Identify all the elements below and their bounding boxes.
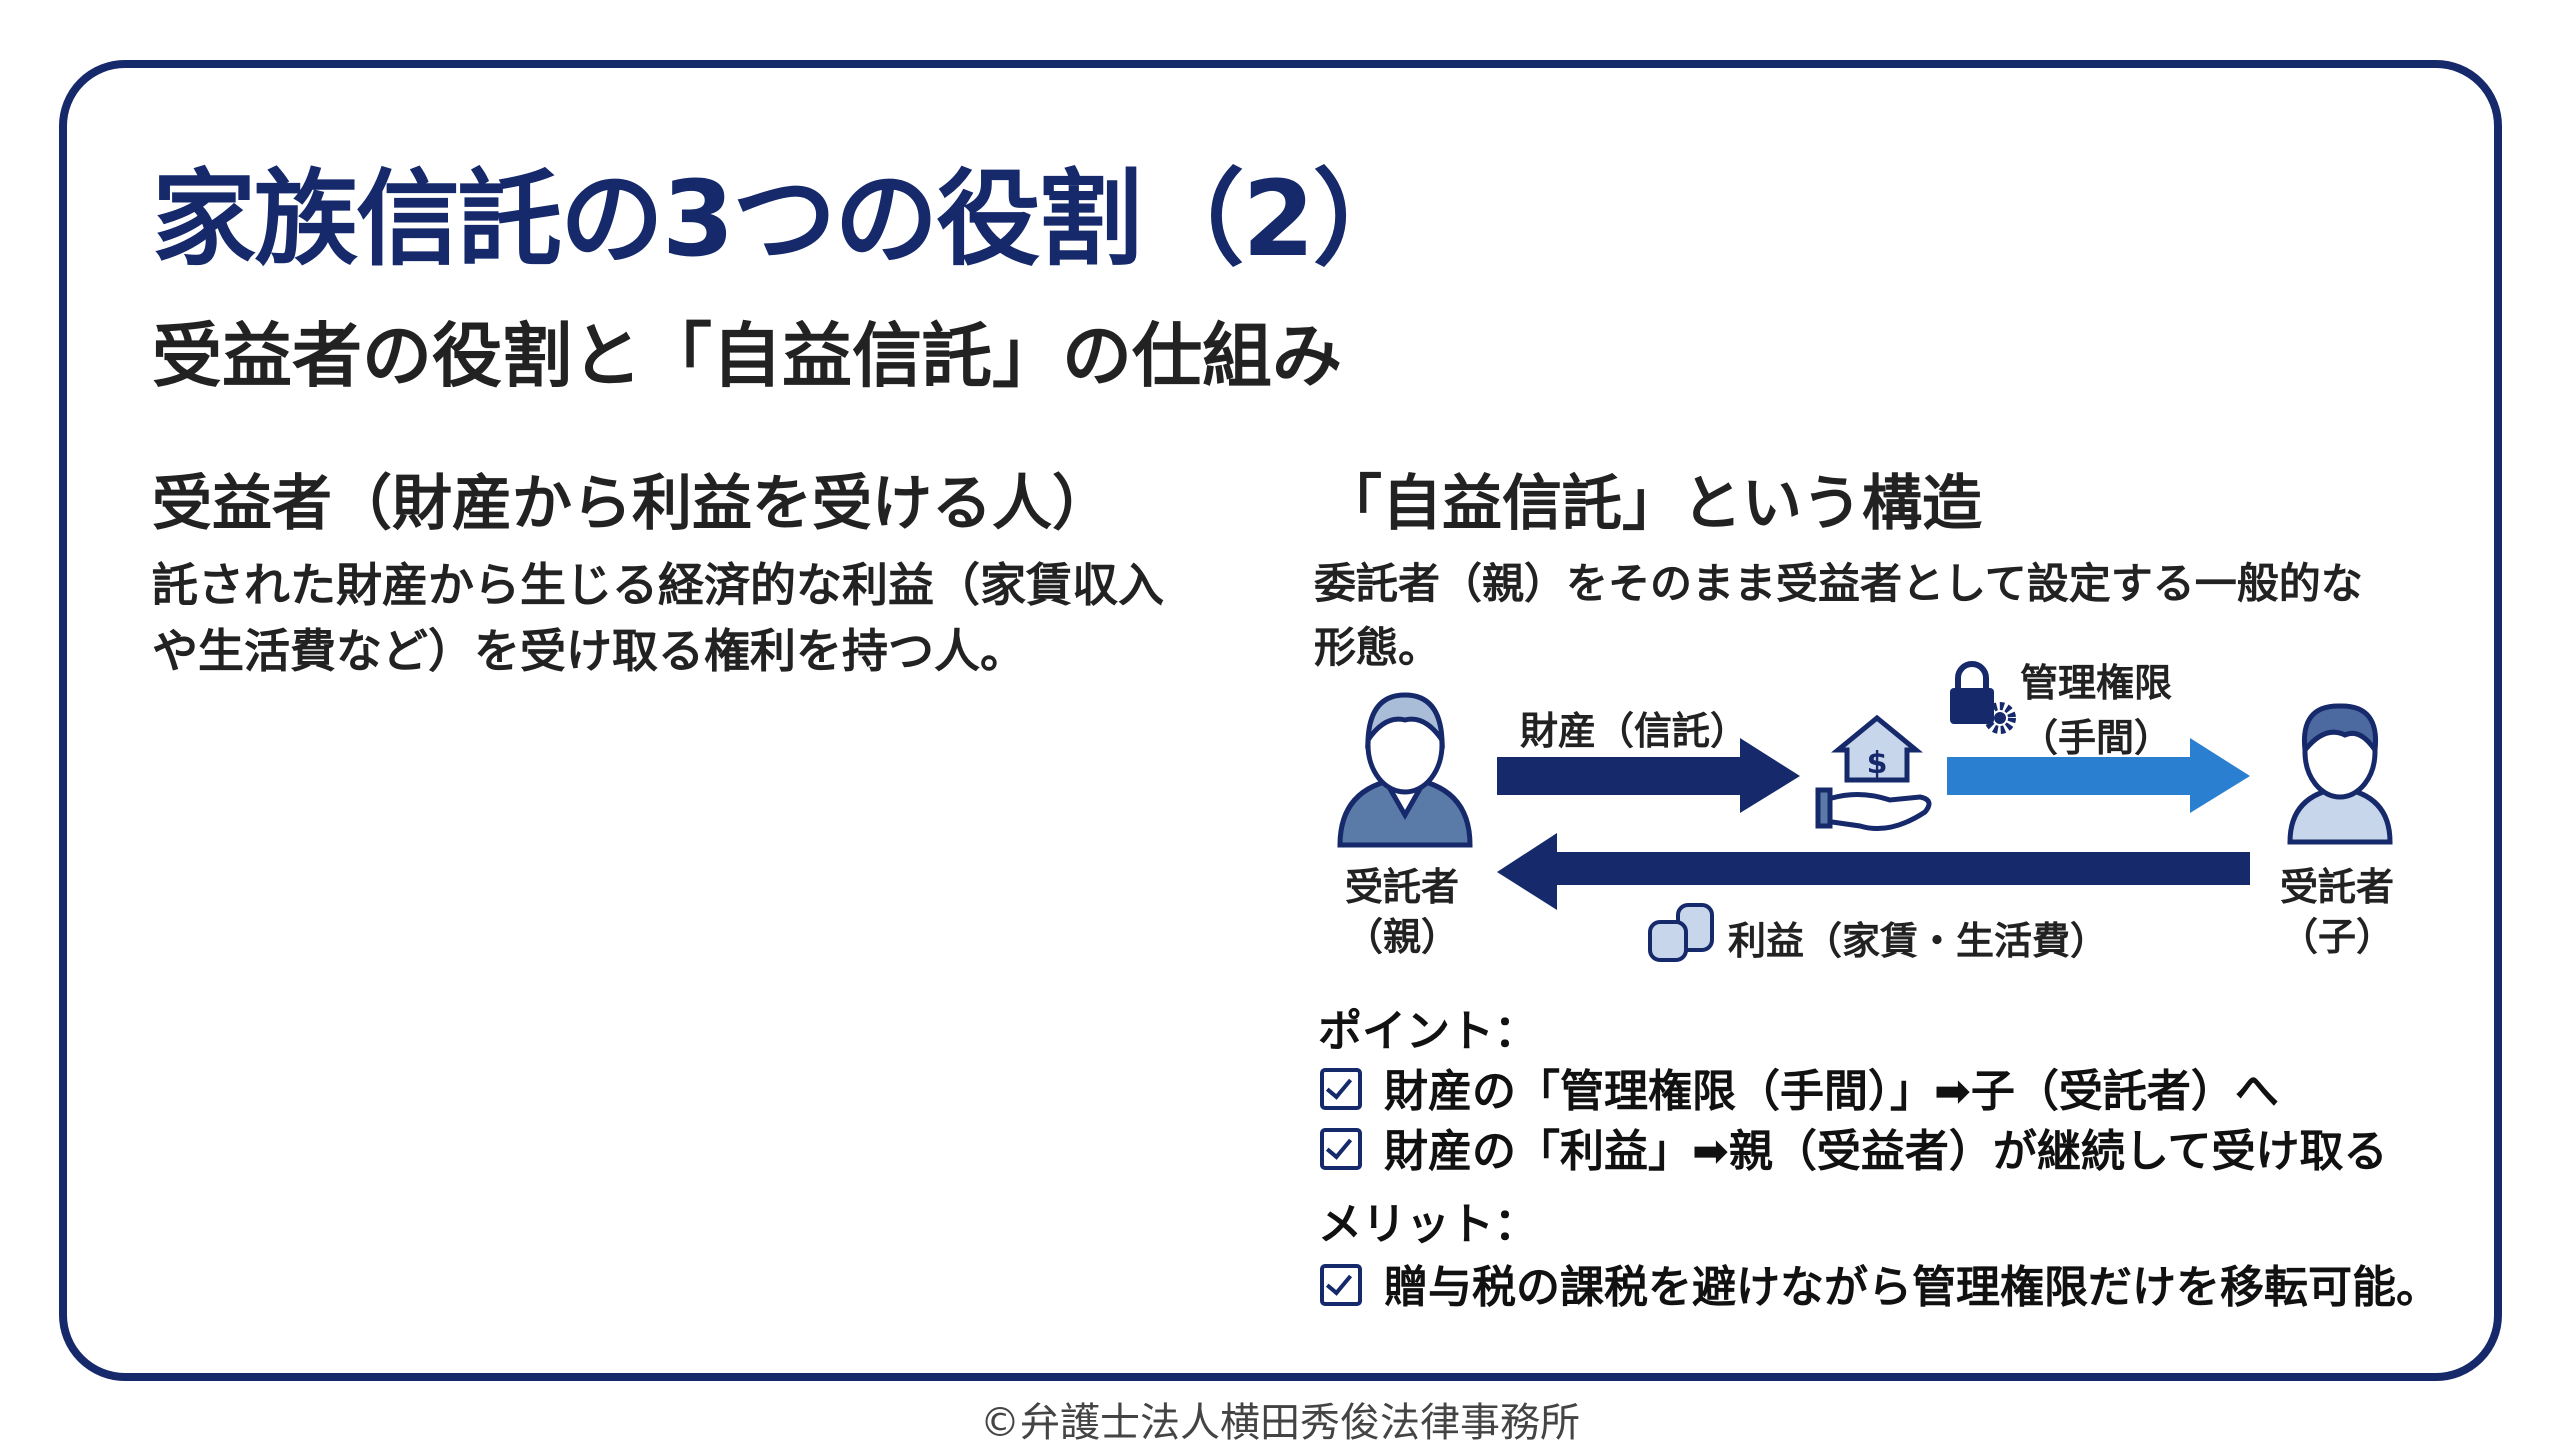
parent-label-line: 受託者 [1345,865,1460,909]
right-heading: 「自益信託」という構造 [1322,469,1982,539]
child-label-line: （子） [2280,915,2395,959]
lock-gear-icon [1950,661,2016,734]
checkbox-icon [1320,1264,1362,1306]
footer-copyright: ©弁護士法人横田秀俊法律事務所 [980,1400,1580,1446]
right-body-line: 形態。 [1314,623,1441,672]
management-label-line: （手間） [2020,716,2173,760]
child-label: 受託者 （子） [2280,862,2394,962]
house-hand-icon: $ [1815,714,1932,831]
checkbox-icon [1320,1128,1362,1170]
coins-icon [1648,903,1714,962]
merit-text: 贈与税の課税を避けながら管理権限だけを移転可能。 [1384,1262,2440,1313]
management-label-line: 管理権限 [2020,661,2173,705]
right-body: 委託者（親）をそのまま受益者として設定する一般的な 形態。 [1314,552,2363,680]
parent-label-line: （親） [1345,915,1460,959]
benefit-arrow [1497,833,2250,910]
merit-item: 贈与税の課税を避けながら管理権限だけを移転可能。 [1320,1251,2440,1315]
management-arrow [1947,738,2250,813]
right-body-line: 委託者（親）をそのまま受益者として設定する一般的な [1314,559,2363,608]
property-arrow-label: 財産（信託） [1520,709,1749,753]
page-title: 家族信託の3つの役割（2） [152,158,1417,280]
points-heading: ポイント： [1318,1006,1538,1057]
benefit-arrow-label: 利益（家賃・生活費） [1728,919,2109,963]
child-label-line: 受託者 [2280,865,2395,909]
management-arrow-label: 管理権限 （手間） [2020,652,2172,762]
page-subtitle: 受益者の役割と「自益信託」の仕組み [152,315,1342,397]
svg-text:$: $ [1867,746,1888,781]
point-text: 財産の「利益」➡親（受益者）が継続して受け取る [1384,1126,2388,1177]
point-item: 財産の「利益」➡親（受益者）が継続して受け取る [1320,1115,2388,1179]
merit-heading: メリット： [1318,1199,1538,1250]
left-body-line: 託された財産から生じる経済的な利益（家賃収入 [152,558,1164,612]
left-body: 託された財産から生じる経済的な利益（家賃収入 や生活費など）を受け取る権利を持つ… [152,552,1164,684]
slide-frame [59,60,2502,1381]
left-heading: 受益者（財産から利益を受ける人） [152,469,1112,539]
left-body-line: や生活費など）を受け取る権利を持つ人。 [152,624,1026,678]
point-item: 財産の「管理権限（手間）」➡子（受託者）へ [1320,1055,2279,1119]
property-arrow [1497,738,1800,813]
point-text: 財産の「管理権限（手間）」➡子（受託者）へ [1384,1066,2279,1117]
child-person-icon [2287,703,2393,845]
parent-label: 受託者 （親） [1345,862,1459,962]
parent-person-icon [1337,692,1473,848]
checkbox-icon [1320,1068,1362,1110]
